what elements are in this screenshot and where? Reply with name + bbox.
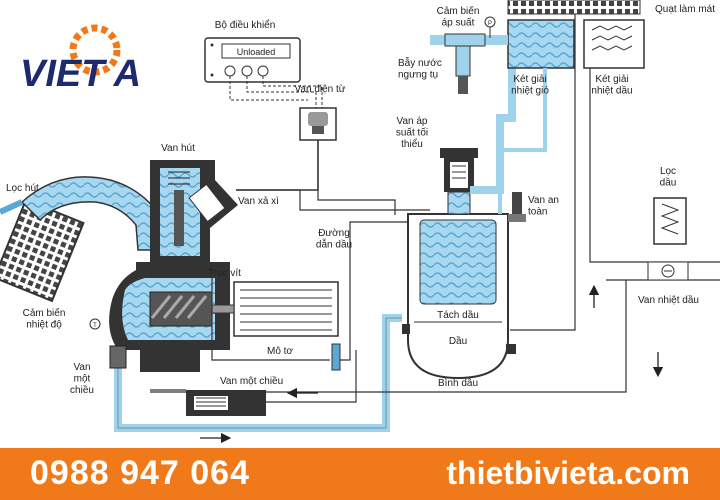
oil-line-filter — [331, 343, 341, 371]
check-valve-left — [109, 345, 127, 369]
label-cooling-fan: Quạt làm mát — [655, 4, 715, 15]
label-screw-shaft: Trục vít — [208, 268, 241, 279]
website-link[interactable]: thietbivieta.com — [446, 455, 690, 491]
label-thermostat-valve: Van nhiệt dầu — [638, 294, 699, 306]
thermostat-valve — [647, 261, 689, 281]
contact-banner: 0988 947 064 thietbivieta.com — [0, 448, 720, 500]
min-pressure-valve — [440, 148, 478, 215]
pressure-symbol: P — [488, 21, 492, 27]
controller: Unloaded — [204, 37, 301, 83]
compressor-body — [109, 262, 230, 372]
label-motor: Mô tơ — [267, 346, 293, 357]
solenoid-valve — [299, 107, 337, 141]
oil-filter — [653, 197, 687, 245]
air-filter — [0, 198, 85, 303]
label-controller: Bộ điều khiển — [215, 19, 276, 31]
gear-icon — [69, 24, 121, 76]
safety-valve — [508, 192, 526, 222]
label-oil: Dầu — [449, 335, 467, 347]
label-check-valve-right: Van một chiều — [220, 375, 283, 387]
logo-text: VIET A — [20, 53, 141, 95]
label-solenoid-valve: Van điện từ — [295, 84, 346, 95]
temp-symbol: T — [93, 323, 97, 329]
oil-return-line — [114, 314, 402, 432]
inlet-valve — [150, 160, 238, 262]
control-wires — [229, 76, 323, 110]
label-vent-valve: Van xả xì — [238, 196, 279, 207]
cooling-fan — [507, 0, 641, 15]
phone-number[interactable]: 0988 947 064 — [30, 454, 250, 492]
diagram-canvas: VIET A Unloaded — [0, 0, 720, 444]
check-valve-right — [186, 390, 266, 416]
label-oil-tank: Bình dầu — [438, 377, 478, 389]
flow-arrows — [200, 284, 664, 444]
label-inlet-valve: Van hút — [161, 143, 195, 154]
air-cooler — [507, 19, 575, 69]
controller-screen: Unloaded — [237, 47, 276, 57]
motor — [211, 281, 339, 337]
pressure-sensor-assembly: P — [430, 16, 508, 94]
label-separator: Tách dầu — [437, 309, 479, 321]
oil-cooler — [583, 19, 645, 69]
brand-logo: VIET A — [20, 24, 141, 95]
oil-tank — [402, 213, 516, 380]
temp-sensor-icon — [89, 318, 101, 330]
label-air-filter: Lọc hút — [6, 183, 39, 194]
